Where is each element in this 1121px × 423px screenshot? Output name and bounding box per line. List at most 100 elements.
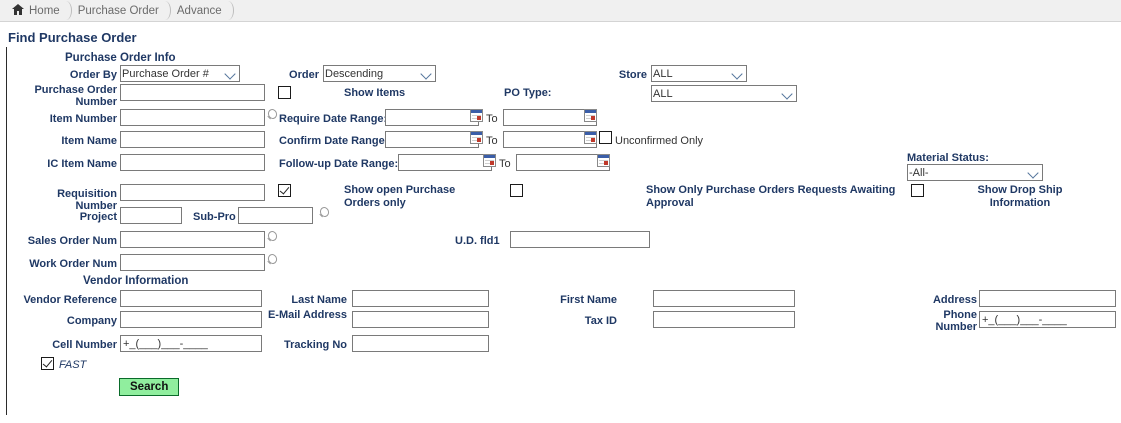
page-title: Find Purchase Order [8,30,137,45]
company-label: Company [66,315,117,327]
unconfirmed-only-checkbox[interactable] [599,131,612,144]
item-number-search-icon[interactable] [266,109,279,122]
order-select[interactable]: Descending [323,65,436,82]
material-status-label: Material Status: [907,152,989,164]
ud-fld1-label: U.D. fld1 [455,235,500,247]
require-date-to-input[interactable] [503,109,597,126]
company-input[interactable] [120,311,262,328]
section-title-po-info: Purchase Order Info [65,52,176,64]
show-open-purchase-orders-label: Show open Purchase Orders only [344,184,456,209]
vendor-reference-input[interactable] [120,290,262,307]
require-date-to-label: To [486,113,498,125]
calendar-icon[interactable] [470,131,483,144]
project-label: Project [79,211,117,223]
require-date-from-input[interactable] [385,109,479,126]
confirm-date-from-input[interactable] [385,131,479,148]
awaiting-approval-checkbox[interactable] [510,184,523,197]
subpro-search-icon[interactable] [318,207,331,220]
first-name-input[interactable] [653,290,795,307]
requisition-number-label: Requisition Number [57,188,117,212]
first-name-label: First Name [560,294,617,306]
breadcrumb-label-purchase-order: Purchase Order [77,4,159,17]
section-title-vendor: Vendor Information [83,275,189,287]
breadcrumb-item-home[interactable]: Home [8,0,74,22]
require-date-range-label: Require Date Range: [279,113,388,125]
show-items-checkbox[interactable] [278,86,291,99]
confirm-date-to-label: To [486,135,498,147]
breadcrumb-separator [224,0,234,20]
item-number-input[interactable] [120,109,265,126]
subpro-input[interactable] [238,207,313,224]
calendar-icon[interactable] [584,109,597,122]
breadcrumb-label-advance: Advance [176,4,222,17]
show-items-label: Show Items [344,87,406,99]
breadcrumb: Home Purchase Order Advance [0,0,1121,22]
subpro-label: Sub-Pro [193,211,236,223]
order-label: Order [289,69,319,81]
followup-date-to-input[interactable] [516,154,610,171]
calendar-icon[interactable] [584,131,597,144]
confirm-date-to-input[interactable] [503,131,597,148]
tax-id-input[interactable] [653,311,795,328]
tracking-no-input[interactable] [352,335,489,352]
cell-number-label: Cell Number [52,339,117,351]
drop-ship-checkbox[interactable] [911,184,924,197]
confirm-date-range-label: Confirm Date Range: [279,135,389,147]
store-label: Store [618,69,647,81]
followup-date-from-input[interactable] [398,154,492,171]
calendar-icon[interactable] [470,109,483,122]
calendar-icon[interactable] [597,154,610,167]
email-address-label: E-Mail Address [267,309,347,321]
purchase-order-number-input[interactable] [120,84,265,101]
tax-id-label: Tax ID [584,315,617,327]
email-address-input[interactable] [352,311,489,328]
work-order-num-label: Work Order Num [29,258,117,270]
calendar-icon[interactable] [483,154,496,167]
breadcrumb-label-home: Home [29,4,60,17]
vendor-reference-label: Vendor Reference [23,294,117,306]
phone-number-input[interactable] [979,311,1116,328]
search-button[interactable]: Search [119,378,180,396]
find-purchase-order-form: Purchase Order Info Order By Purchase Or… [6,47,1121,415]
sales-order-num-input[interactable] [120,231,265,248]
breadcrumb-separator [161,0,171,20]
store-select[interactable]: ALL [651,65,747,82]
order-by-select[interactable]: Purchase Order # [120,65,240,82]
home-icon [12,3,24,18]
breadcrumb-separator [62,0,72,20]
breadcrumb-item-purchase-order[interactable]: Purchase Order [74,0,173,22]
last-name-label: Last Name [291,294,347,306]
ud-fld1-input[interactable] [510,231,650,248]
item-number-label: Item Number [49,113,117,125]
ic-item-name-input[interactable] [120,154,265,171]
fast-checkbox[interactable] [41,357,54,370]
po-type-select[interactable]: ALL [651,85,797,102]
purchase-order-number-label: Purchase Order Number [19,84,117,108]
followup-date-to-label: To [499,158,511,170]
unconfirmed-only-label: Unconfirmed Only [615,135,704,147]
breadcrumb-item-advance[interactable]: Advance [173,0,236,22]
item-name-input[interactable] [120,131,265,148]
drop-ship-label: Show Drop Ship Information [977,184,1063,209]
cell-number-input[interactable] [120,335,262,352]
awaiting-approval-label: Show Only Purchase Orders Requests Await… [646,184,896,209]
address-label: Address [932,294,977,306]
material-status-select[interactable]: -All- [907,164,1043,181]
item-name-label: Item Name [61,135,117,147]
po-type-label: PO Type: [504,87,552,99]
show-open-purchase-orders-checkbox[interactable] [278,184,291,197]
purchase-order-number-label-text: Purchase Order Number [34,84,117,108]
requisition-number-input[interactable] [120,184,265,201]
last-name-input[interactable] [352,290,489,307]
tracking-no-label: Tracking No [284,339,347,351]
ic-item-name-label: IC Item Name [47,158,117,170]
work-order-search-icon[interactable] [266,254,279,267]
order-by-label: Order By [69,69,117,81]
sales-order-num-label: Sales Order Num [27,235,117,247]
fast-label: FAST [59,359,87,371]
address-input[interactable] [979,290,1116,307]
project-input[interactable] [120,207,182,224]
followup-date-range-label: Follow-up Date Range: [279,158,399,170]
sales-order-search-icon[interactable] [266,231,279,244]
work-order-num-input[interactable] [120,254,265,271]
